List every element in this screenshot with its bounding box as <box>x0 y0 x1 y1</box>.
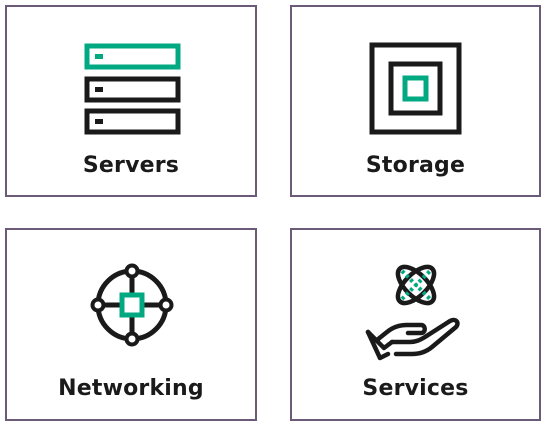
server-rack-icon <box>84 43 181 135</box>
services-label: Services <box>362 376 469 401</box>
networking-tile[interactable]: Networking <box>5 228 257 421</box>
storage-squares-icon <box>369 42 462 135</box>
hand-atom-services-icon <box>365 264 460 361</box>
storage-tile[interactable]: Storage <box>290 5 541 197</box>
servers-label: Servers <box>82 153 180 178</box>
services-tile[interactable]: Services <box>290 228 541 421</box>
networking-label: Networking <box>58 376 204 401</box>
servers-tile[interactable]: Servers <box>5 5 257 197</box>
network-node-icon <box>90 263 174 347</box>
storage-label: Storage <box>365 153 466 178</box>
